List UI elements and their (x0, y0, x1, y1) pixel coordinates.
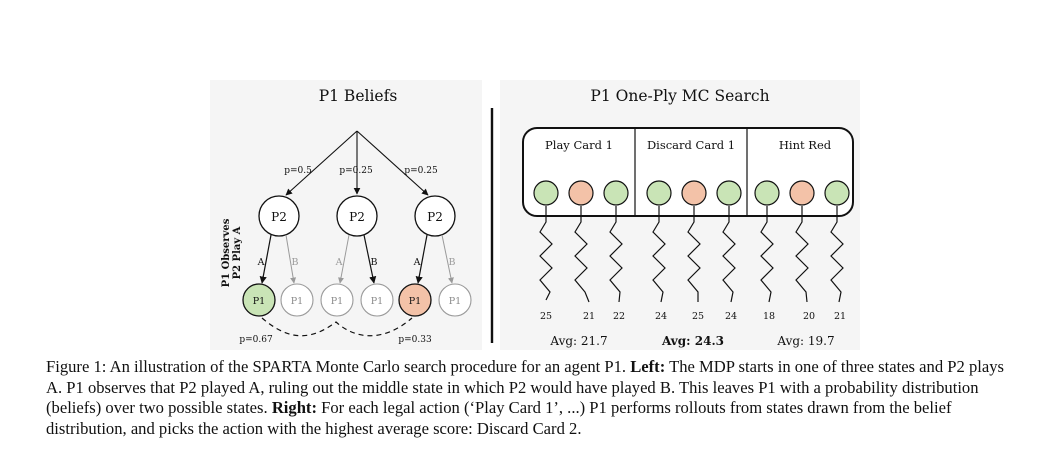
score-7: 18 (763, 311, 775, 322)
left-panel-title: P1 Beliefs (319, 87, 398, 105)
p2-node-2 (336, 195, 378, 237)
bottom-prob-right: p=0.33 (398, 335, 432, 345)
rollout-7 (760, 206, 774, 303)
state-circle-4 (646, 180, 672, 206)
leaf-label-1: P1 (253, 296, 265, 307)
average-value-2: 24.3 (695, 334, 724, 348)
leaf-label-6: P1 (449, 296, 461, 307)
rollout-6 (722, 206, 736, 303)
edge-2B (363, 234, 377, 284)
score-3: 22 (613, 311, 625, 322)
action-label-play-card-1: Play Card 1 (545, 138, 613, 152)
bottom-prob-left: p=0.67 (239, 335, 273, 345)
edge-label-3A: A (413, 257, 421, 268)
figure-caption: Figure 1: An illustration of the SPARTA … (46, 357, 1021, 439)
leaf-3 (320, 283, 354, 317)
leaf-4 (360, 283, 394, 317)
average-hint-red: Avg: 19.7 (776, 334, 834, 348)
average-label-2: Avg: (661, 334, 695, 348)
score-2: 21 (583, 311, 595, 322)
rollout-8 (795, 206, 809, 303)
score-5: 25 (692, 311, 704, 322)
edge-1A (259, 234, 272, 284)
score-8: 20 (803, 311, 815, 322)
edge-label-1B: B (292, 257, 299, 268)
p2-node-1 (258, 195, 300, 237)
score-4: 24 (655, 311, 667, 322)
leaf-label-3: P1 (331, 296, 343, 307)
right-panel-title: P1 One-Ply MC Search (590, 87, 769, 105)
rollout-4 (652, 206, 666, 303)
action-label-discard-card-1: Discard Card 1 (647, 138, 735, 152)
belief-dashed-link (261, 317, 413, 337)
state-circle-6 (716, 180, 742, 206)
root-prob-middle: p=0.25 (339, 166, 373, 176)
average-discard-card-1: Avg: 24.3 (661, 334, 724, 348)
average-value-1: 21.7 (581, 334, 608, 348)
leaf-5 (398, 283, 432, 317)
p2-node-3 (414, 195, 456, 237)
state-circle-3 (603, 180, 629, 206)
leaf-2 (280, 283, 314, 317)
score-6: 24 (725, 311, 737, 322)
edge-3B (441, 234, 454, 284)
rollout-9 (830, 206, 844, 303)
rollout-1 (539, 206, 553, 301)
side-label-line1: P1 Observes (221, 218, 232, 287)
state-circle-5 (681, 180, 707, 206)
p2-label-2: P2 (349, 210, 365, 224)
edge-label-2B: B (371, 257, 378, 268)
caption-right-label: Right: (271, 398, 317, 417)
state-circle-2 (568, 180, 594, 206)
edge-label-2A: A (335, 257, 343, 268)
edge-1B (285, 234, 297, 284)
caption-label: Figure 1: (46, 357, 107, 376)
caption-part-3: For each legal action (‘Play Card 1’, ..… (46, 398, 952, 438)
edge-label-3B: B (449, 257, 456, 268)
caption-left-label: Left: (630, 357, 666, 376)
score-9: 21 (834, 311, 846, 322)
state-circle-8 (789, 180, 815, 206)
average-label-1: Avg: (549, 334, 581, 348)
state-circle-9 (824, 180, 850, 206)
rollout-5 (687, 206, 701, 302)
score-1: 25 (540, 311, 552, 322)
root-prob-right: p=0.25 (404, 166, 438, 176)
edge-2A (338, 234, 350, 284)
caption-part-2: The MDP starts in one of three states an… (46, 357, 1004, 417)
edge-label-1A: A (257, 257, 265, 268)
leaf-label-2: P1 (291, 296, 303, 307)
p2-label-1: P2 (271, 210, 287, 224)
leaf-label-4: P1 (371, 296, 383, 307)
leaf-label-5: P1 (409, 296, 421, 307)
edge-3A (415, 234, 428, 284)
side-label-line2: P2 Play A (232, 226, 243, 279)
rollout-3 (609, 206, 623, 303)
root-prob-left: p=0.5 (284, 166, 312, 176)
action-label-hint-red: Hint Red (779, 138, 832, 152)
root-edge-left (285, 130, 358, 196)
caption-part-1: An illustration of the SPARTA Monte Carl… (106, 357, 631, 376)
state-circle-1 (533, 180, 559, 206)
leaf-1 (242, 283, 276, 317)
average-play-card-1: Avg: 21.7 (549, 334, 607, 348)
p2-label-3: P2 (427, 210, 443, 224)
root-edge-right (356, 130, 429, 196)
state-circle-7 (754, 180, 780, 206)
leaf-6 (438, 283, 472, 317)
average-value-3: 19.7 (808, 334, 835, 348)
rollout-2 (574, 206, 590, 303)
average-label-3: Avg: (776, 334, 808, 348)
